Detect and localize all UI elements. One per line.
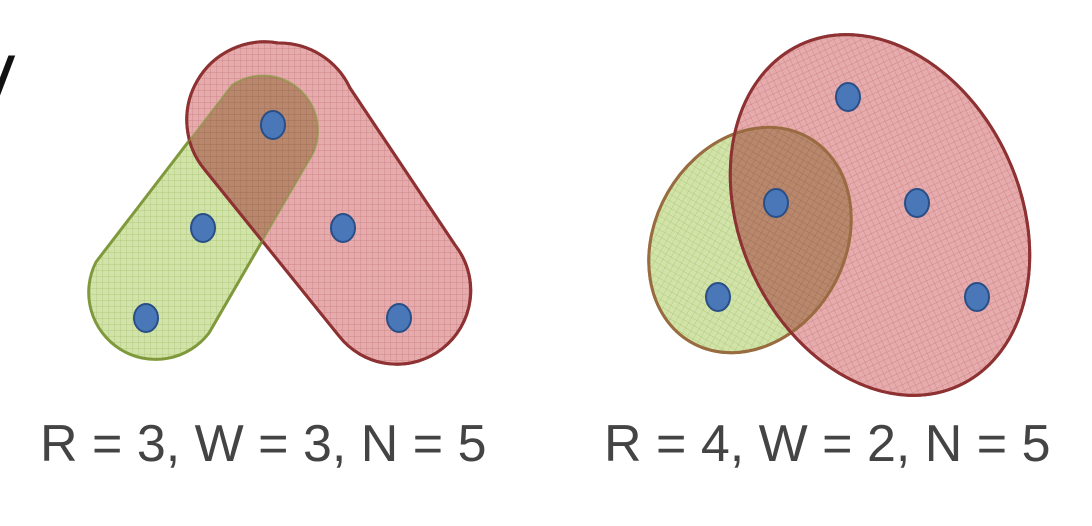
node-right-3 xyxy=(904,188,930,218)
corner-slash-mark: / xyxy=(0,46,16,111)
node-right-2 xyxy=(763,188,789,218)
node-right-4 xyxy=(705,282,731,312)
caption-right: R = 4, W = 2, N = 5 xyxy=(604,415,1051,473)
node-right-5 xyxy=(964,282,990,312)
node-left-5 xyxy=(386,303,412,333)
diagram-left: R = 3, W = 3, N = 5 xyxy=(40,40,487,473)
node-left-2 xyxy=(190,213,216,243)
node-right-1 xyxy=(835,82,861,112)
node-left-3 xyxy=(330,213,356,243)
node-left-4 xyxy=(133,303,159,333)
node-left-1 xyxy=(260,110,286,140)
caption-left: R = 3, W = 3, N = 5 xyxy=(40,415,487,473)
diagram-right: R = 4, W = 2, N = 5 xyxy=(604,0,1088,473)
